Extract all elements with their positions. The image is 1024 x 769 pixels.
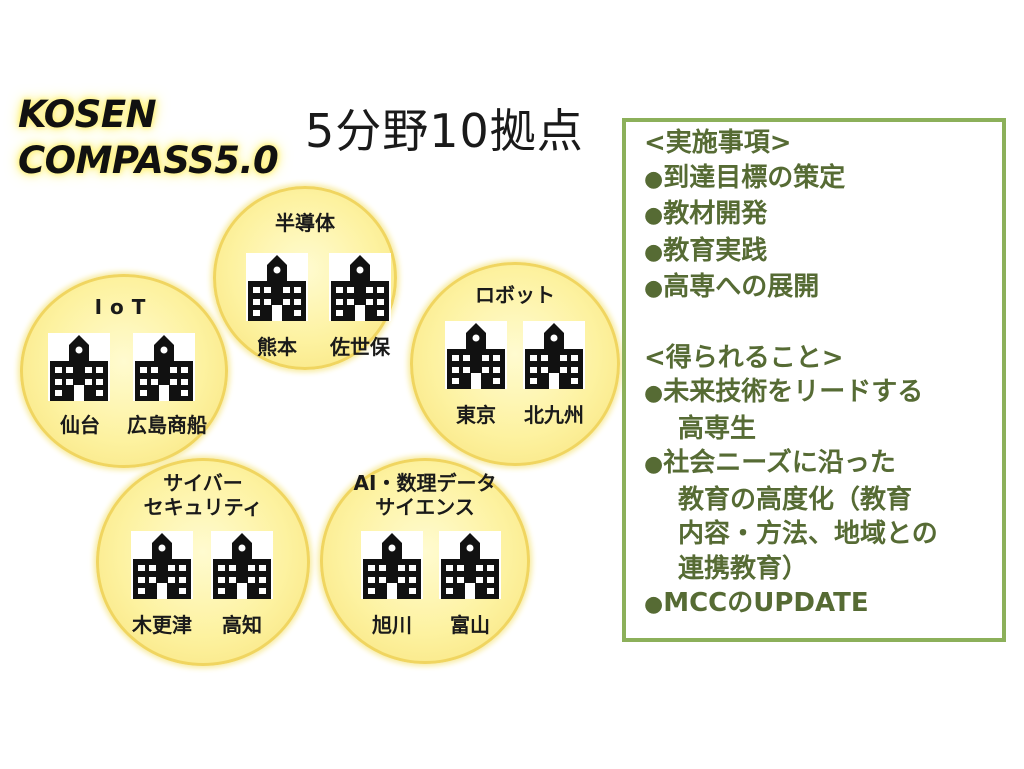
- list-item-continuation: 内容・方法、地域との: [678, 519, 938, 549]
- field-circle-iot: IoT 仙台 広島商船: [20, 274, 228, 468]
- field-title: IoT: [94, 295, 154, 319]
- field-circle-robot: ロボット 東京 北九州: [410, 262, 620, 466]
- field-title-line2: セキュリティ: [143, 495, 263, 519]
- page-title: 5分野10拠点: [305, 104, 584, 158]
- field-circle-semiconductor: 半導体 熊本 佐世保: [213, 186, 397, 370]
- school-building-icon: [131, 531, 193, 599]
- school-building-icon: [329, 253, 391, 321]
- school-building-icon: [445, 321, 507, 389]
- list-item: ●教育実践: [644, 235, 768, 266]
- field-title-line2: サイエンス: [375, 495, 475, 519]
- school-building-icon: [211, 531, 273, 599]
- kosen-compass-logo: KOSEN COMPASS5.0: [18, 92, 308, 184]
- field-circle-ai-data-science: AI・数理データ サイエンス 旭川 富山: [320, 458, 530, 664]
- campus-label: 旭川: [372, 613, 412, 637]
- logo-line2: COMPASS5.0: [18, 139, 279, 182]
- bullet-dot-icon: ●: [644, 276, 664, 301]
- campus-label: 高知: [222, 613, 262, 637]
- field-title-line1: AI・数理データ: [353, 471, 497, 495]
- list-item: ●教材開発: [644, 199, 768, 229]
- list-item: ●高専への展開: [644, 272, 820, 302]
- campus-label: 北九州: [524, 403, 584, 427]
- outcomes-heading: <得られること>: [644, 342, 844, 373]
- list-item: ●MCCのUPDATE: [644, 588, 869, 618]
- school-building-icon: [246, 253, 308, 321]
- campus-label: 木更津: [132, 613, 192, 637]
- list-item: ●到達目標の策定: [644, 162, 846, 193]
- bullet-dot-icon: ●: [644, 381, 664, 406]
- bullet-dot-icon: ●: [644, 166, 664, 192]
- school-building-icon: [361, 531, 423, 599]
- list-item-continuation: 教育の高度化（教育: [678, 484, 913, 515]
- campus-label: 仙台: [60, 413, 100, 437]
- field-title: 半導体: [275, 211, 335, 235]
- campus-label: 広島商船: [127, 413, 207, 437]
- bullet-dot-icon: ●: [644, 203, 664, 228]
- info-box: <実施事項> ●到達目標の策定 ●教材開発 ●教育実践 ●高専への展開 <得られ…: [622, 118, 1006, 642]
- implementation-heading: <実施事項>: [644, 128, 792, 158]
- campus-label: 東京: [456, 403, 496, 427]
- campus-label: 佐世保: [330, 335, 390, 359]
- bullet-dot-icon: ●: [644, 592, 664, 617]
- list-item-continuation: 高専生: [678, 413, 757, 444]
- list-item: ●社会ニーズに沿った: [644, 448, 896, 478]
- logo-line1: KOSEN: [18, 93, 157, 136]
- campus-label: 熊本: [257, 335, 297, 359]
- school-building-icon: [133, 333, 195, 401]
- field-title-line1: サイバー: [163, 471, 243, 495]
- school-building-icon: [48, 333, 110, 401]
- field-circle-cybersecurity: サイバー セキュリティ 木更津 高知: [96, 458, 310, 666]
- list-item-continuation: 連携教育）: [678, 553, 809, 584]
- campus-label: 富山: [450, 613, 490, 637]
- list-item: ●未来技術をリードする: [644, 377, 924, 407]
- bullet-dot-icon: ●: [644, 452, 664, 477]
- school-building-icon: [439, 531, 501, 599]
- school-building-icon: [523, 321, 585, 389]
- bullet-dot-icon: ●: [644, 239, 664, 265]
- field-title: ロボット: [475, 283, 555, 307]
